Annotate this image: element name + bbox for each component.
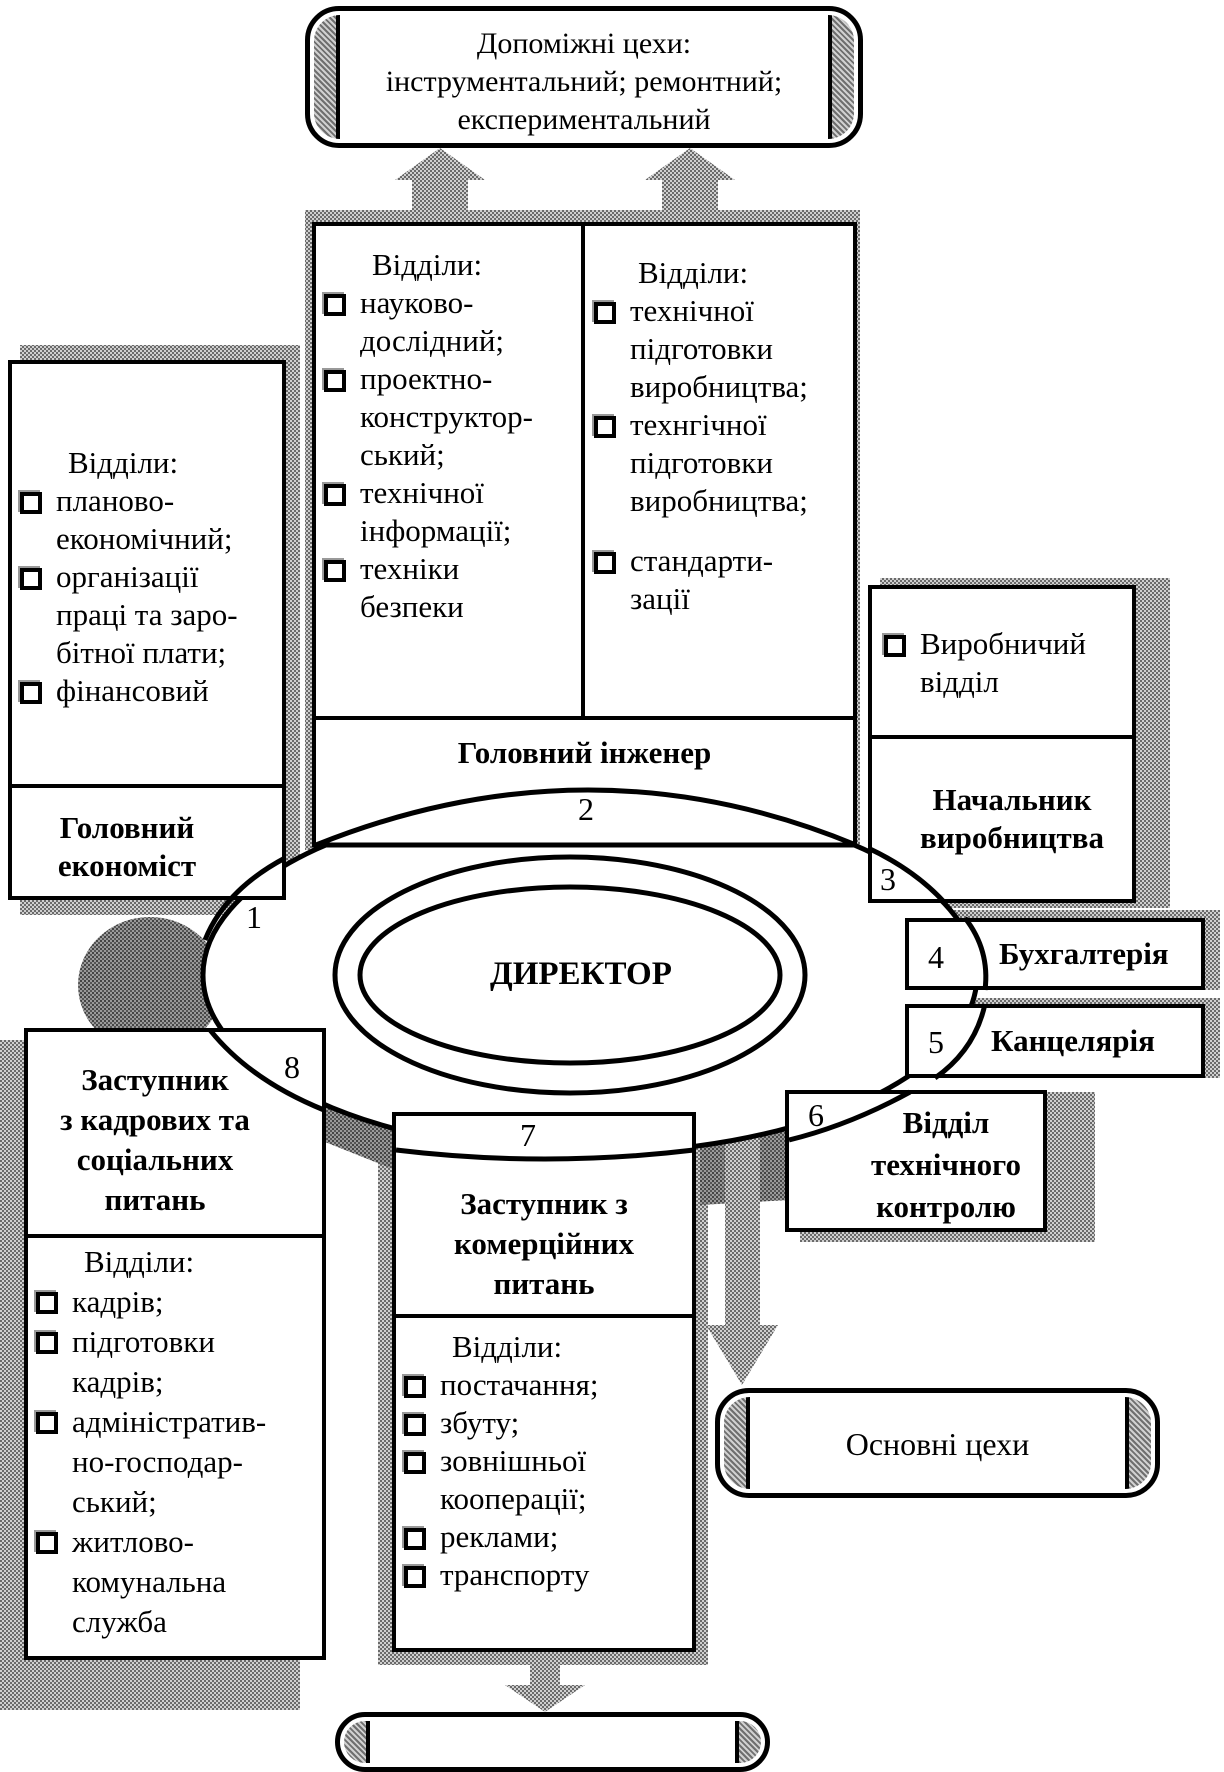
checkbox-bullet-icon — [594, 552, 616, 574]
unit-number-3: 3 — [880, 861, 896, 897]
checkbox-bullet-icon — [324, 370, 346, 392]
list-item: реклами; — [404, 1518, 694, 1556]
unit-number-2: 2 — [578, 791, 594, 827]
director-title[interactable]: ДИРЕКТОР — [490, 956, 672, 992]
chancellery-title: Канцелярія — [991, 1023, 1155, 1058]
unit-number-1: 1 — [246, 899, 262, 935]
checkbox-bullet-icon — [20, 682, 42, 704]
economist-departments: Відділи: планово-економічний; організаці… — [20, 444, 282, 710]
auxiliary-workshops-line: експериментальний — [457, 103, 711, 136]
list-item: планово-економічний; — [20, 482, 282, 558]
checkbox-bullet-icon — [20, 568, 42, 590]
section-divider — [396, 1314, 692, 1318]
checkbox-bullet-icon — [884, 635, 906, 657]
list-item: постачання; — [404, 1366, 694, 1404]
checkbox-bullet-icon — [594, 302, 616, 324]
list-item: проектно-конструктор-ський; — [324, 360, 579, 474]
chief-economist-title: Головний економіст — [57, 810, 197, 883]
section-divider — [12, 784, 282, 788]
departments-heading: Відділи: — [372, 247, 483, 282]
section-divider — [28, 1234, 322, 1238]
engineer-left-departments: Відділи: науково-дослідний; проектно-кон… — [324, 246, 579, 626]
auxiliary-workshops-title: Допоміжні цехи: — [476, 27, 692, 60]
production-head-title: Начальник виробництва — [920, 782, 1104, 855]
chief-economist-box[interactable]: Відділи: планово-економічний; організаці… — [8, 360, 286, 900]
unit-number-7: 7 — [520, 1117, 536, 1153]
arrow-up-left — [395, 148, 485, 220]
checkbox-bullet-icon — [20, 492, 42, 514]
checkbox-bullet-icon — [404, 1528, 426, 1550]
unit-number-6: 6 — [808, 1097, 824, 1133]
auxiliary-workshops-box[interactable]: Допоміжні цехи: інструментальний; ремонт… — [305, 6, 863, 148]
auxiliary-workshops-line: інструментальний; ремонтний; — [385, 65, 783, 98]
chief-engineer-title: Головний інженер — [457, 735, 712, 770]
departments-heading: Відділи: — [68, 445, 179, 480]
commercial-deputy-box[interactable]: Заступник з комерційних питань Відділи: … — [392, 1112, 696, 1652]
chancellery-box[interactable]: Канцелярія — [905, 1004, 1205, 1078]
departments-heading: Відділи: — [638, 255, 749, 290]
checkbox-bullet-icon — [324, 294, 346, 316]
checkbox-bullet-icon — [36, 1412, 58, 1434]
list-item: стандарти-зації — [594, 542, 859, 618]
checkbox-bullet-icon — [404, 1452, 426, 1474]
list-item: фінансовий — [20, 672, 282, 710]
quality-control-box[interactable]: Відділ технічного контролю — [785, 1090, 1047, 1232]
chief-engineer-box[interactable]: Відділи: науково-дослідний; проектно-кон… — [312, 222, 857, 847]
checkbox-bullet-icon — [36, 1532, 58, 1554]
connector-blob-left — [78, 917, 222, 1053]
quality-control-title: Відділ технічного контролю — [871, 1105, 1021, 1224]
checkbox-bullet-icon — [36, 1332, 58, 1354]
departments-heading: Відділи: — [452, 1329, 563, 1364]
hr-deputy-box[interactable]: Заступник з кадрових та соціальних питан… — [24, 1028, 326, 1660]
arrow-down-bottom — [505, 1660, 585, 1712]
list-item: адміністратив-но-господар-ський; — [36, 1402, 326, 1522]
arrow-down-main — [706, 1115, 778, 1385]
checkbox-bullet-icon — [404, 1414, 426, 1436]
list-item: науково-дослідний; — [324, 284, 579, 360]
list-item: збуту; — [404, 1404, 694, 1442]
hr-deputy-title: Заступник з кадрових та соціальних питан… — [60, 1062, 250, 1217]
checkbox-bullet-icon — [324, 484, 346, 506]
section-divider — [316, 716, 853, 720]
commercial-deputy-title: Заступник з комерційних питань — [453, 1186, 635, 1301]
bottom-workshops-box[interactable] — [335, 1712, 770, 1772]
list-item: кадрів; — [36, 1282, 326, 1322]
accounting-title: Бухгалтерія — [999, 936, 1169, 971]
main-workshops-box[interactable]: Основні цехи — [715, 1388, 1160, 1498]
main-workshops-title: Основні цехи — [845, 1426, 1030, 1462]
unit-number-4: 4 — [928, 939, 944, 975]
section-divider — [872, 735, 1132, 739]
list-item: транспорту — [404, 1556, 694, 1594]
arrow-up-right — [645, 148, 735, 220]
unit-number-8: 8 — [284, 1049, 300, 1085]
checkbox-bullet-icon — [404, 1376, 426, 1398]
column-divider — [581, 226, 585, 716]
unit-number-5: 5 — [928, 1024, 944, 1060]
departments-heading: Відділи: — [84, 1244, 195, 1279]
checkbox-bullet-icon — [324, 560, 346, 582]
checkbox-bullet-icon — [404, 1566, 426, 1588]
checkbox-bullet-icon — [36, 1292, 58, 1314]
accounting-box[interactable]: Бухгалтерія — [905, 918, 1205, 990]
checkbox-bullet-icon — [594, 416, 616, 438]
